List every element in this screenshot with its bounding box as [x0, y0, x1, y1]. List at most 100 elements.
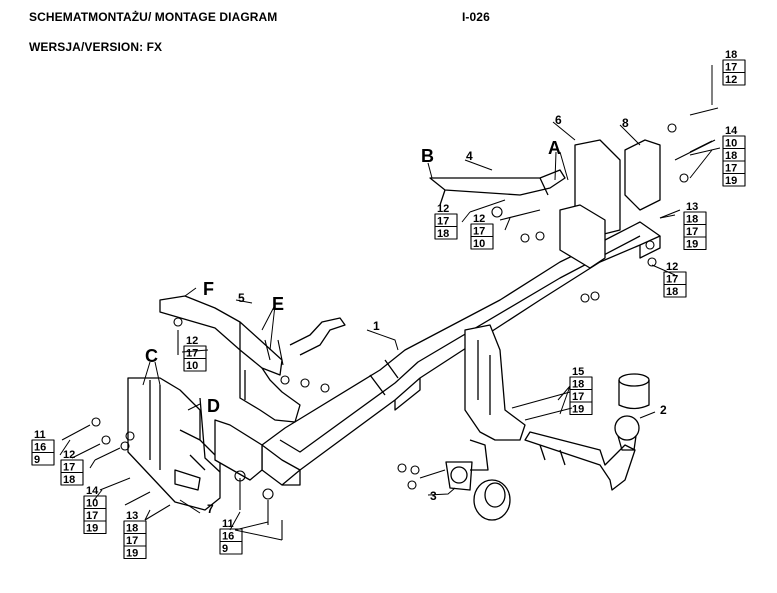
- stack-number: 14: [86, 485, 99, 497]
- stack-number: 12: [473, 213, 485, 225]
- stack-number: 13: [126, 510, 138, 522]
- stack-box: [470, 235, 494, 250]
- part-7-label: 7: [207, 502, 214, 516]
- stack-number: 17: [126, 535, 138, 547]
- electrical-socket: [445, 439, 511, 521]
- top-bracket: [429, 169, 566, 206]
- letter-f-label: F: [203, 279, 214, 299]
- stack-number: 19: [686, 239, 698, 251]
- stack-number: 17: [473, 226, 485, 238]
- stack-box: [83, 520, 107, 535]
- stack-number: 12: [437, 203, 449, 215]
- part-6-label: 6: [555, 113, 562, 127]
- stack-number: 16: [34, 442, 46, 454]
- page-title: SCHEMATMONTAŻU/ MONTAGE DIAGRAM: [29, 10, 278, 24]
- stack-number: 14: [725, 125, 738, 137]
- stack-box: [183, 357, 207, 372]
- letter-d-label: D: [207, 396, 220, 416]
- stack-number: 19: [86, 523, 98, 535]
- version-label: WERSJA/VERSION: FX: [29, 40, 163, 54]
- stack-number: 12: [725, 74, 737, 86]
- stack-number: 17: [63, 462, 75, 474]
- stack-box: [60, 471, 84, 486]
- stack-number: 18: [437, 228, 449, 240]
- letter-c-label: C: [145, 346, 158, 366]
- stack-number: 11: [222, 518, 234, 530]
- stack-box: [123, 545, 147, 560]
- stack-box: [219, 540, 243, 555]
- letter-a-label: A: [548, 138, 561, 158]
- part-5-label: 5: [238, 291, 245, 305]
- stack-box: [31, 451, 55, 466]
- left-upper-bracket: [159, 295, 346, 423]
- stack-number: 17: [686, 226, 698, 238]
- right-plates: [559, 139, 661, 269]
- letter-e-label: E: [272, 294, 284, 314]
- stack-number: 17: [572, 391, 584, 403]
- stack-number: 18: [63, 474, 75, 486]
- stack-number: 17: [437, 216, 449, 228]
- hardware-stacks: 1817121410181719131817191217181217181217…: [31, 49, 746, 560]
- stack-number: 18: [572, 379, 584, 391]
- stack-number: 17: [186, 348, 198, 360]
- stack-number: 17: [666, 274, 678, 286]
- stack-number: 15: [572, 366, 584, 378]
- stack-box: [722, 172, 746, 187]
- stack-number: 18: [686, 214, 698, 226]
- tow-ball: [524, 373, 650, 491]
- stack-box: [434, 225, 458, 240]
- diagram-code: I-026: [462, 10, 490, 24]
- stack-number: 17: [86, 510, 98, 522]
- stack-number: 9: [34, 454, 40, 466]
- stack-number: 10: [725, 138, 737, 150]
- stack-number: 16: [222, 531, 234, 543]
- stack-number: 17: [725, 163, 737, 175]
- stack-number: 17: [725, 62, 737, 74]
- stack-box: [663, 283, 687, 298]
- cross-beam: [261, 221, 661, 486]
- stack-box: [683, 236, 707, 251]
- letter-b-label: B: [421, 146, 434, 166]
- part-8-label: 8: [622, 116, 629, 130]
- stack-box: [722, 71, 746, 86]
- stack-number: 18: [725, 49, 737, 61]
- stack-number: 13: [686, 201, 698, 213]
- part-3-label: 3: [430, 489, 437, 503]
- bolts-right: [397, 107, 721, 490]
- tow-bar-mount: [464, 324, 526, 441]
- stack-number: 19: [725, 175, 737, 187]
- part-2-label: 2: [660, 403, 667, 417]
- stack-number: 18: [126, 523, 138, 535]
- stack-number: 12: [666, 261, 678, 273]
- stack-number: 19: [126, 548, 138, 560]
- leader-lines: [59, 65, 713, 541]
- stack-number: 18: [725, 150, 737, 162]
- stack-box: [569, 401, 593, 416]
- part-4-label: 4: [466, 149, 473, 163]
- stack-number: 10: [86, 498, 98, 510]
- stack-number: 12: [63, 449, 75, 461]
- part-1-label: 1: [373, 319, 380, 333]
- stack-number: 12: [186, 335, 198, 347]
- stack-number: 9: [222, 543, 228, 555]
- stack-number: 10: [186, 360, 198, 372]
- stack-number: 19: [572, 404, 584, 416]
- stack-number: 11: [34, 429, 46, 441]
- stack-number: 18: [666, 286, 678, 298]
- left-bracket: [127, 377, 263, 511]
- bolts-left: [61, 317, 330, 540]
